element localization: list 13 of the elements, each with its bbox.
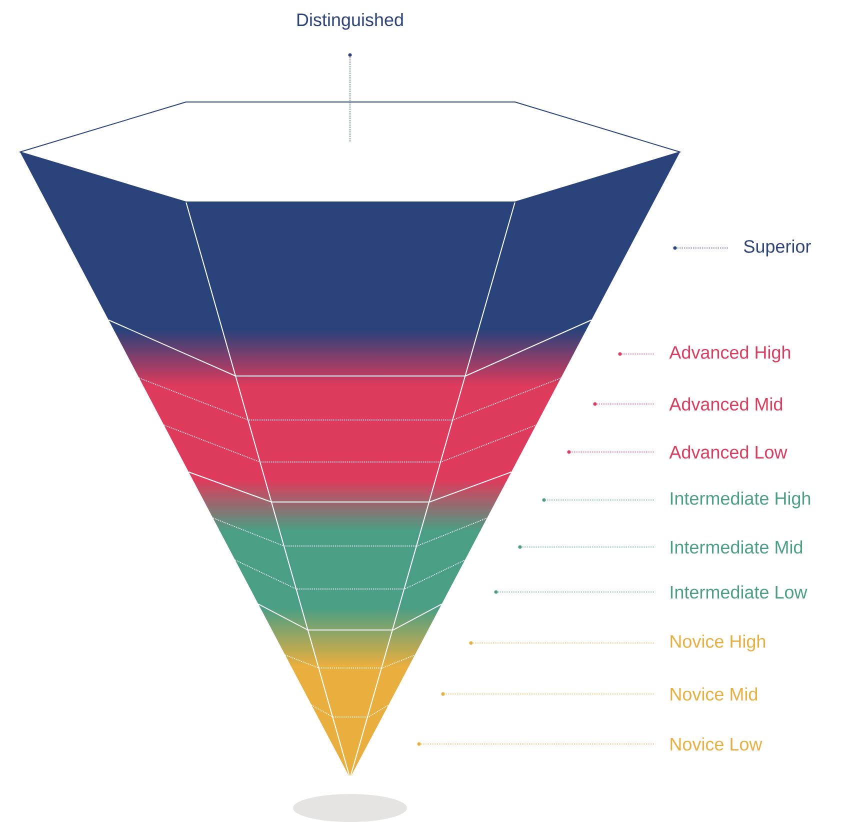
level-label: Novice Mid: [670, 687, 758, 701]
level-label: Intermediate High: [670, 492, 810, 508]
leader-line: [472, 642, 654, 644]
level-label: Novice Low: [670, 737, 762, 751]
level-label: Advanced High: [669, 346, 790, 362]
leader-line: [522, 546, 654, 548]
level-label: Intermediate Low: [670, 585, 808, 599]
level-label: Intermediate Mid: [670, 540, 802, 554]
level-label: Advanced Low: [669, 445, 788, 459]
level-label: Distinguished: [297, 12, 403, 30]
level-label: Superior: [744, 240, 811, 256]
level-label: Advanced Mid: [669, 397, 782, 411]
level-label: Novice High: [670, 634, 766, 652]
